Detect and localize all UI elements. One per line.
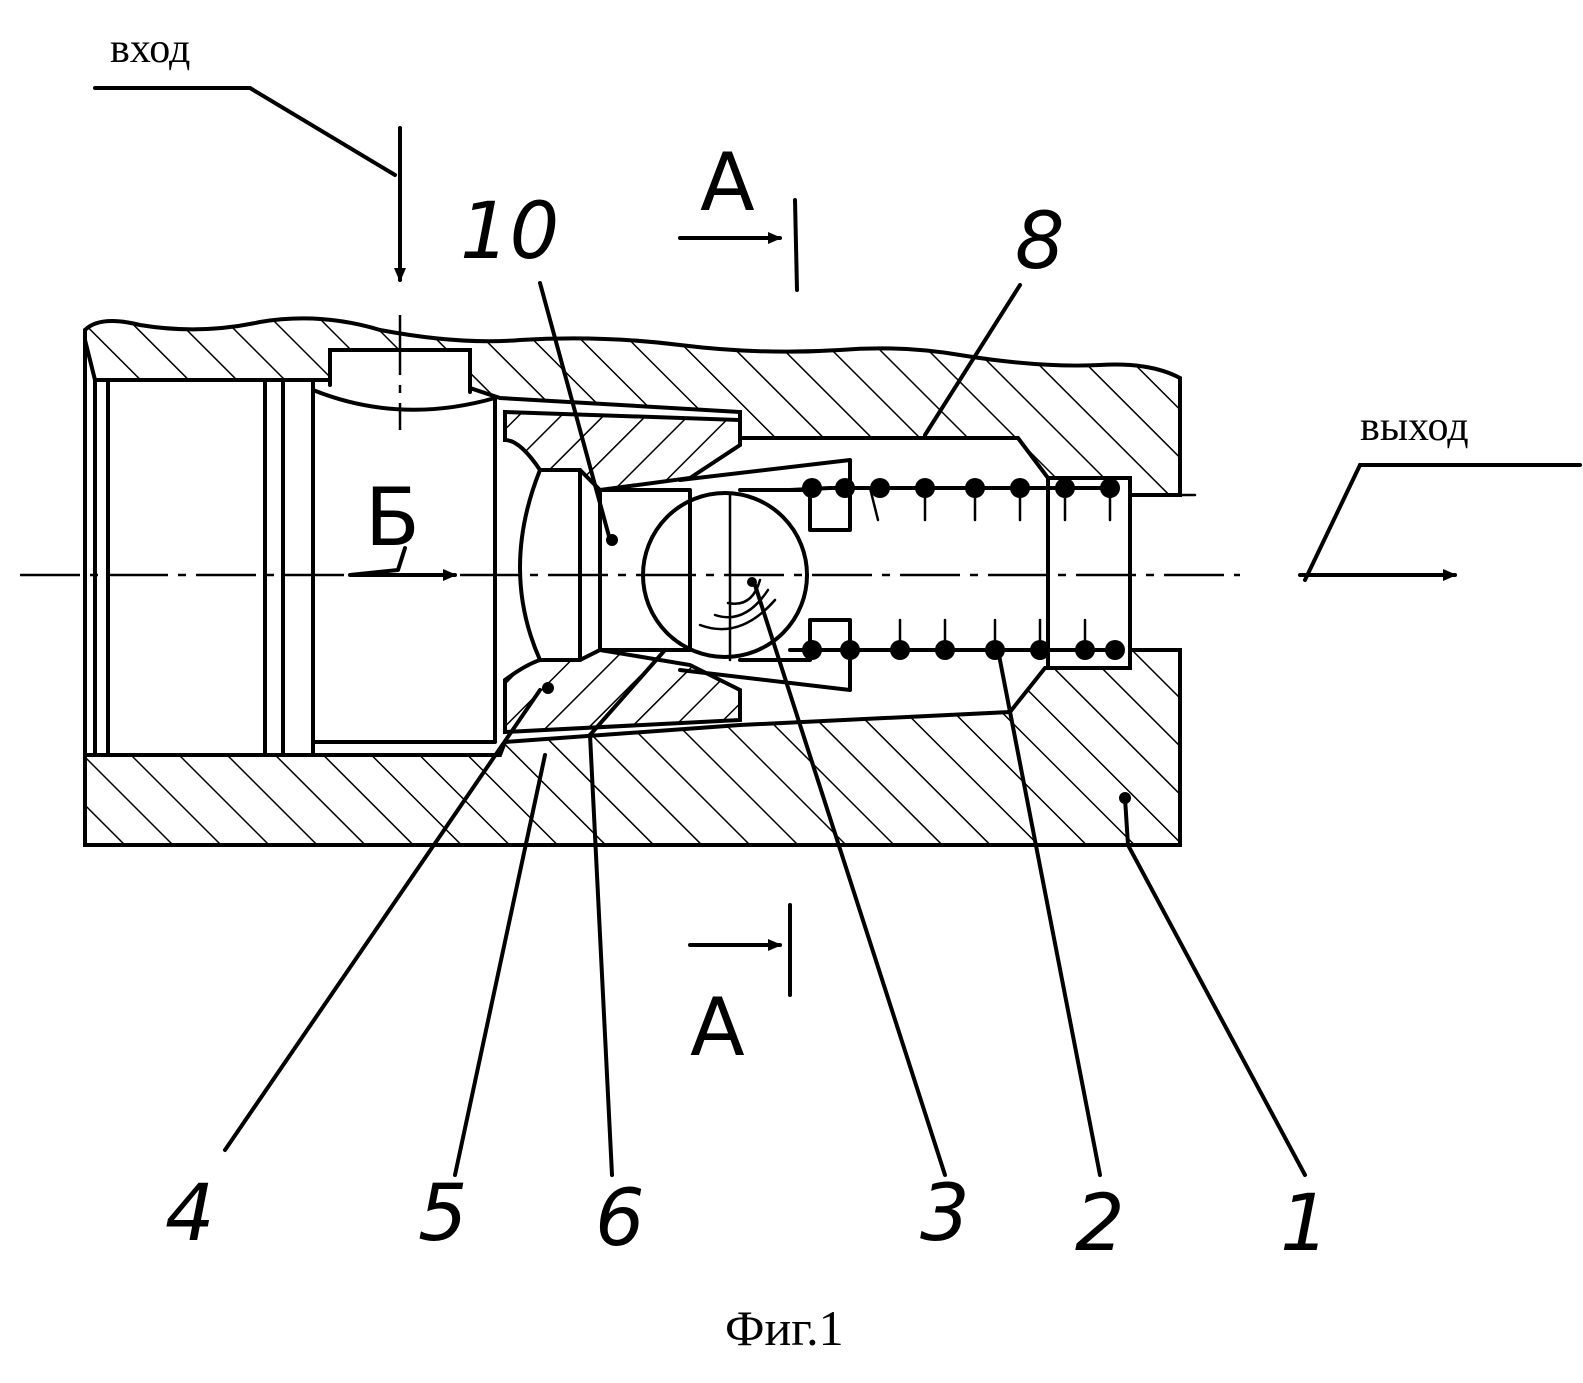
part-number-6: 6 [595, 1174, 645, 1264]
figure-caption: Фиг.1 [725, 1300, 844, 1356]
seat-insert [505, 412, 740, 732]
part-number-2: 2 [1075, 1179, 1125, 1269]
part-number-8: 8 [1015, 197, 1065, 287]
section-a-top-label: А [700, 136, 755, 229]
outlet-marker [1300, 465, 1580, 580]
inlet-label: вход [110, 26, 190, 72]
part-number-10: 10 [460, 187, 559, 277]
view-b-label: Б [365, 471, 420, 564]
part-number-3: 3 [920, 1169, 970, 1259]
valve-body [85, 318, 1195, 845]
spring [790, 478, 1125, 660]
ball-valve-element [643, 493, 807, 660]
outlet-label: выход [1360, 404, 1469, 450]
part-number-5: 5 [418, 1169, 468, 1259]
part-number-4: 4 [165, 1169, 215, 1259]
section-a-bottom-label: А [690, 981, 745, 1074]
part-number-1: 1 [1280, 1179, 1330, 1269]
